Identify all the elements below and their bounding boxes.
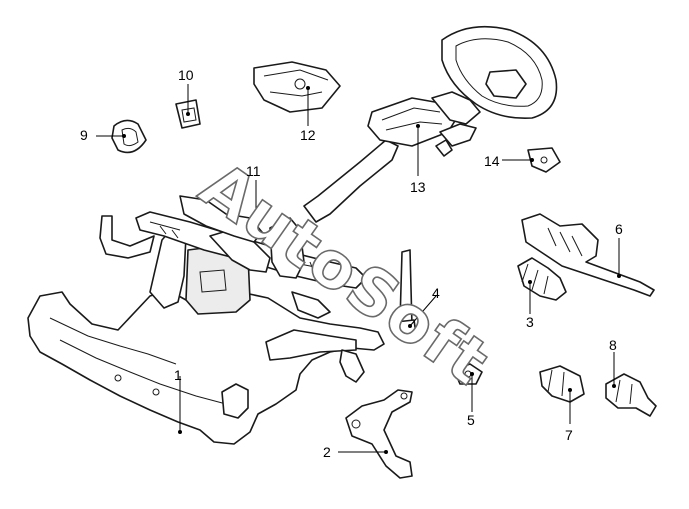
steering-rack-part [135,195,367,319]
callout-1: 1 [174,367,182,383]
callout-12: 12 [300,127,316,143]
callout-5: 5 [467,412,475,428]
callout-6: 6 [615,221,623,237]
steering-wheel-part [441,25,558,120]
callout-14: 14 [484,153,500,169]
leader-lines [96,84,621,454]
callout-11: 11 [246,163,261,179]
callout-13: 13 [410,179,426,195]
boot-7-part [539,365,585,403]
leader-4 [409,295,437,327]
bracket-12-part [253,61,341,113]
cv-joint-8-part [605,373,657,417]
clamp-9-part [111,119,147,154]
callout-2: 2 [323,444,331,460]
callout-3: 3 [526,314,534,330]
callout-4: 4 [432,285,440,301]
callout-8: 8 [609,337,617,353]
bracket-14-part [527,147,561,173]
callout-10: 10 [178,67,194,83]
drive-shaft-part [521,213,655,297]
control-arm-2-part [345,389,413,479]
tie-rod-4-part [395,249,417,339]
ball-joint-5-part [453,363,483,385]
callout-9: 9 [80,127,88,143]
callout-7: 7 [565,427,573,443]
steering-column-part [303,91,481,223]
